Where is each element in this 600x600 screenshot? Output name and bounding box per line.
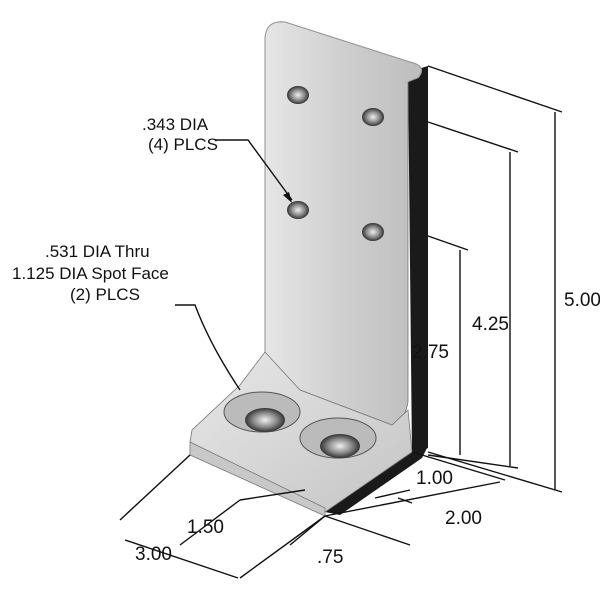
dim-3-00: 3.00 <box>135 544 172 565</box>
dim-4-25: 4.25 <box>472 314 509 335</box>
hole <box>287 201 309 219</box>
dim-1-00: 1.00 <box>416 468 453 489</box>
small-holes <box>287 86 384 241</box>
dim-5-00: 5.00 <box>564 290 600 311</box>
vertical-leg-side <box>408 66 428 455</box>
dimension-lines <box>119 65 563 579</box>
dim-1-50: 1.50 <box>187 517 224 538</box>
leader-large-holes <box>175 304 241 391</box>
large-hole-count: (2) PLCS <box>70 285 140 304</box>
hole <box>245 408 285 432</box>
large-hole-dia: .531 DIA Thru <box>45 242 150 261</box>
base-face <box>189 351 413 513</box>
dim-2-00: 2.00 <box>445 508 482 529</box>
small-hole-count: (4) PLCS <box>148 135 218 154</box>
spot-face-dia: 1.125 DIA Spot Face <box>12 264 169 283</box>
leader-small-holes <box>215 139 293 201</box>
hole <box>320 434 360 458</box>
vertical-leg-face <box>264 21 422 426</box>
dim-0-75: .75 <box>317 547 343 568</box>
spot-face-holes <box>223 391 377 459</box>
base-side-shadow <box>325 446 428 515</box>
hole <box>362 223 384 241</box>
dim-2-75: 2.75 <box>412 342 449 363</box>
leader-arrowhead <box>283 192 292 203</box>
hole <box>287 86 309 104</box>
small-hole-dia: .343 DIA <box>142 115 209 134</box>
top-edge <box>264 21 423 79</box>
hole <box>362 108 384 126</box>
